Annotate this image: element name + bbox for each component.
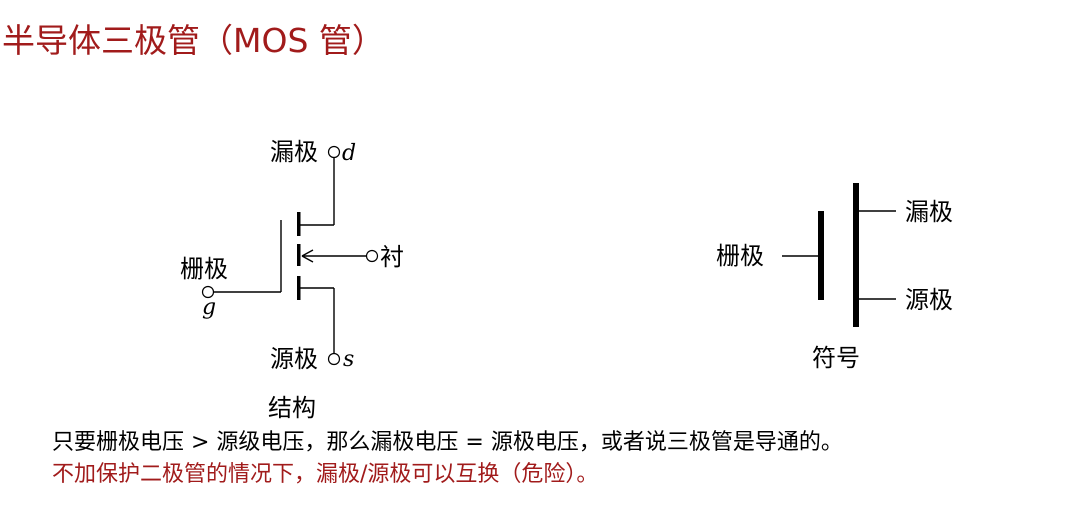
symbol-gate-label: 栅极 xyxy=(716,242,764,270)
note-line-1: 只要栅极电压 > 源级电压，那么漏极电压 = 源极电压，或者说三极管是导通的。 xyxy=(52,430,843,455)
symbol-caption: 符号 xyxy=(812,344,860,372)
gate-terminal xyxy=(201,285,215,299)
symbol-gate-bar xyxy=(818,211,824,300)
symbol-channel-bar xyxy=(853,183,859,327)
page-title: 半导体三极管（MOS 管） xyxy=(2,21,385,60)
drain-terminal xyxy=(327,145,341,159)
source-terminal xyxy=(327,352,341,366)
symbol-source-label: 源极 xyxy=(905,286,953,314)
structure-source-label: 源极 xyxy=(270,345,318,373)
symbol-drain-label: 漏极 xyxy=(905,198,953,226)
mos-symbol: 栅极 漏极 源极 符号 xyxy=(716,183,953,372)
channel-segment-bottom xyxy=(297,276,301,300)
note-line-2: 不加保护二极管的情况下，漏极/源极可以互换（危险）。 xyxy=(52,462,599,487)
substrate-terminal xyxy=(365,249,379,263)
channel-segment-mid xyxy=(297,244,301,266)
substrate-arrow-icon xyxy=(301,249,314,263)
gate-symbol: g xyxy=(202,295,216,320)
mos-structure: 漏极 d 栅极 g 衬 源极 s 结构 xyxy=(180,138,404,422)
structure-caption: 结构 xyxy=(268,394,316,422)
source-symbol: s xyxy=(343,347,354,372)
structure-gate-label: 栅极 xyxy=(180,255,228,283)
substrate-label: 衬 xyxy=(380,243,404,271)
drain-symbol: d xyxy=(342,141,356,166)
structure-drain-label: 漏极 xyxy=(270,138,318,166)
channel-segment-top xyxy=(297,212,301,236)
